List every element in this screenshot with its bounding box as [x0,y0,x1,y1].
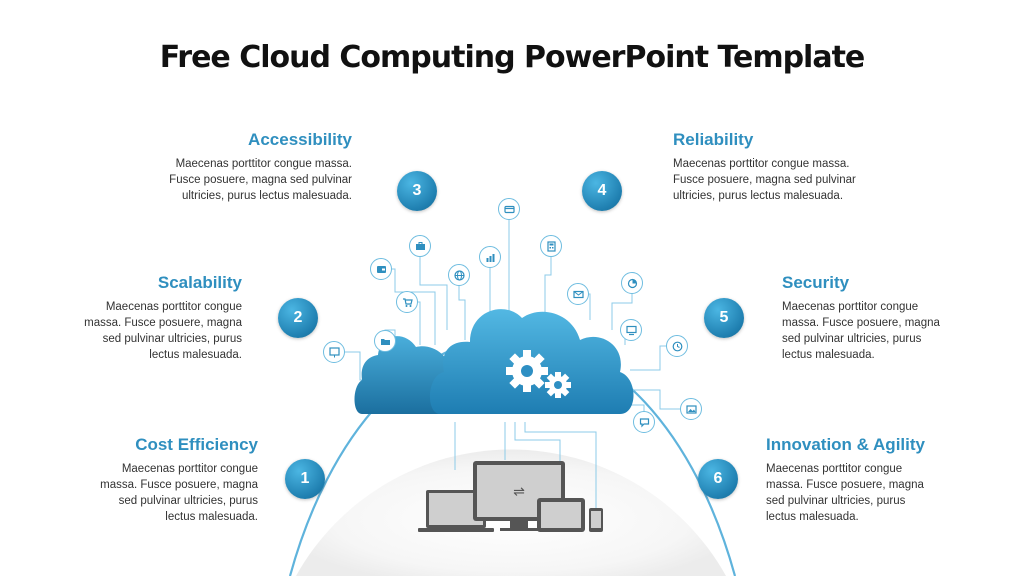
globe-icon [448,264,470,286]
item-description: Maecenas porttitor congue massa. Fusce p… [782,299,982,363]
cart-icon [396,291,418,313]
briefcase-icon [409,235,431,257]
presentation-icon [323,341,345,363]
item-heading: Security [782,273,850,292]
description-line: Fusce posuere, magna sed pulvinar [673,174,856,186]
page-title: Free Cloud Computing PowerPoint Template [159,40,866,75]
laptop-icon [418,490,494,532]
item-scalability: Scalability Maecenas porttitor congue ma… [52,273,242,363]
description-line: massa. Fusce posuere, magna [782,317,940,329]
badge-5: 5 [704,298,744,338]
picture-icon [680,398,702,420]
description-line: sed pulvinar ultricies, purus [102,333,242,345]
item-heading: Cost Efficiency [135,435,258,454]
description-line: massa. Fusce posuere, magna [100,479,258,491]
folder-icon [374,330,396,352]
description-line: lectus malesuada. [149,349,242,361]
wallet-icon [370,258,392,280]
description-line: Maecenas porttitor congue [782,301,919,313]
badge-4: 4 [582,171,622,211]
credit-card-icon [498,198,520,220]
description-line: Maecenas porttitor congue massa. [175,158,352,170]
item-accessibility: Accessibility Maecenas porttitor congue … [132,130,352,204]
clock-icon [666,335,688,357]
item-reliability: Reliability Maecenas porttitor congue ma… [673,130,903,204]
description-line: Fusce posuere, magna sed pulvinar [169,174,352,186]
badge-3: 3 [397,171,437,211]
item-heading: Reliability [673,130,754,149]
item-description: Maecenas porttitor congue massa. Fusce p… [673,156,903,204]
tablet-icon [537,498,585,532]
item-description: Maecenas porttitor congue massa. Fusce p… [70,461,258,525]
chat-icon [633,411,655,433]
pie-chart-icon [621,272,643,294]
item-heading: Innovation & Agility [766,435,925,454]
description-line: lectus malesuada. [165,511,258,523]
small-cloud [354,336,450,414]
description-line: sed pulvinar ultricies, purus [782,333,922,345]
description-line: Maecenas porttitor congue [121,463,258,475]
calculator-icon [540,235,562,257]
svg-text:⇌: ⇌ [513,484,525,500]
description-line: sed pulvinar ultricies, purus [766,495,906,507]
item-heading: Scalability [157,273,242,292]
item-security: Security Maecenas porttitor congue massa… [782,273,982,363]
item-cost-efficiency: Cost Efficiency Maecenas porttitor congu… [70,435,258,525]
monitor-icon [620,319,642,341]
description-line: Maecenas porttitor congue [766,463,903,475]
badge-1: 1 [285,459,325,499]
description-line: ultricies, purus lectus malesuada. [181,190,352,202]
phone-icon [589,508,603,532]
description-line: sed pulvinar ultricies, purus [118,495,258,507]
gear-icon [506,350,571,398]
email-icon [567,283,589,305]
bar-chart-icon [479,246,501,268]
description-line: lectus malesuada. [766,511,859,523]
description-line: ultricies, purus lectus malesuada. [673,190,844,202]
connector-lines [335,209,691,508]
description-line: massa. Fusce posuere, magna [766,479,924,491]
description-line: massa. Fusce posuere, magna [84,317,242,329]
badge-6: 6 [698,459,738,499]
description-line: lectus malesuada. [782,349,875,361]
item-description: Maecenas porttitor congue massa. Fusce p… [132,156,352,204]
badge-2: 2 [278,298,318,338]
item-description: Maecenas porttitor congue massa. Fusce p… [52,299,242,363]
description-line: Maecenas porttitor congue massa. [673,158,850,170]
item-heading: Accessibility [248,130,352,149]
description-line: Maecenas porttitor congue [105,301,242,313]
item-description: Maecenas porttitor congue massa. Fusce p… [766,461,976,525]
item-innovation-agility: Innovation & Agility Maecenas porttitor … [766,435,976,525]
